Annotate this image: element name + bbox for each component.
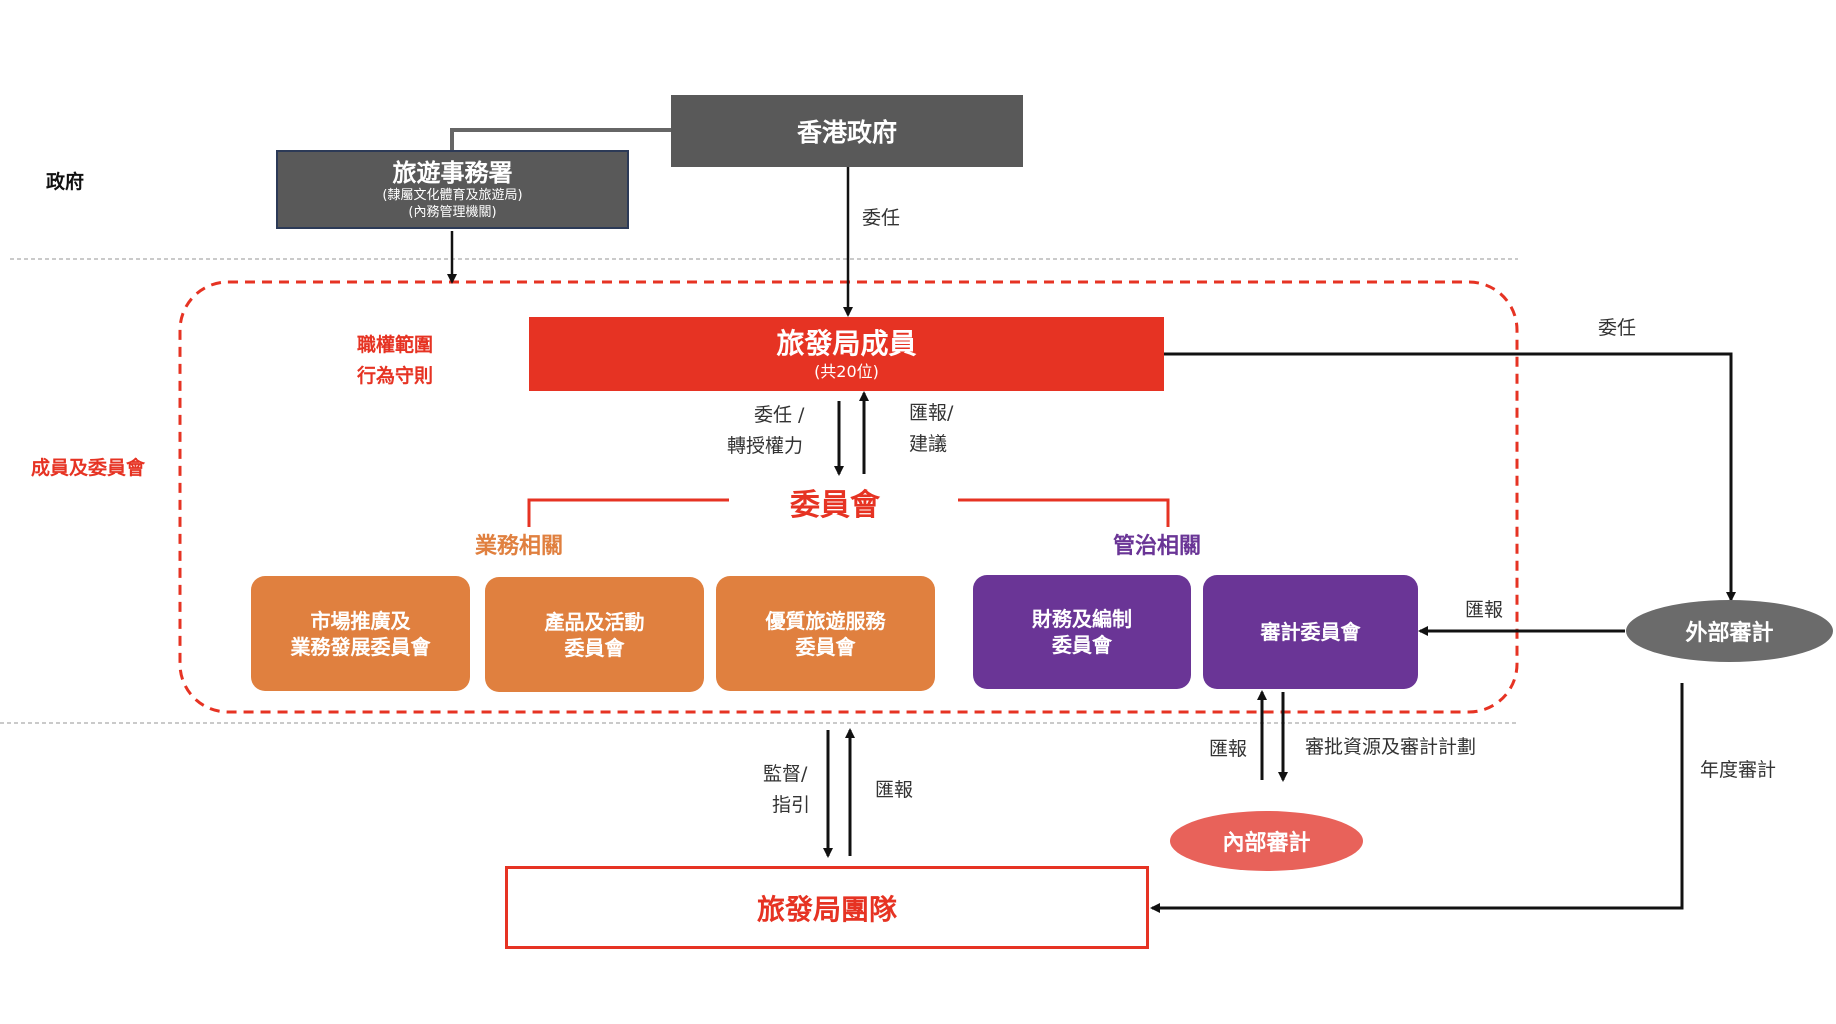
annual-audit-line: [1150, 683, 1684, 913]
board-subtitle: (共20位): [814, 362, 879, 381]
finance-committee-line2: 委員會: [1052, 633, 1112, 657]
tourism-commission-box: 旅遊事務署 (隸屬文化體育及旅遊局) (內務管理機關): [276, 150, 629, 229]
quality-committee-box: 優質旅遊服務 委員會: [716, 576, 935, 691]
product-committee-box: 產品及活動 委員會: [485, 577, 704, 692]
marketing-committee-box: 市場推廣及 業務發展委員會: [251, 576, 470, 691]
annual-audit-label: 年度審計: [1700, 759, 1777, 781]
internal-report-label: 匯報: [1209, 738, 1248, 760]
hk-government-box: 香港政府: [671, 95, 1023, 167]
audit-committee-label: 審計委員會: [1260, 620, 1361, 644]
tourism-commission-title: 旅遊事務署: [392, 158, 513, 187]
marketing-committee-line1: 市場推廣及: [310, 608, 411, 633]
supervise-label-1: 監督/: [763, 763, 808, 785]
finance-committee-box: 財務及編制 委員會: [973, 575, 1191, 689]
quality-committee-line2: 委員會: [795, 634, 856, 659]
external-audit-ellipse: 外部審計: [1626, 600, 1833, 662]
team-report-label: 匯報: [875, 779, 914, 801]
business-label: 業務相關: [475, 534, 564, 559]
section-members-committees: 成員及委員會: [31, 457, 146, 479]
committee-heading: 委員會: [790, 488, 880, 523]
governance-label: 管治相關: [1113, 534, 1202, 559]
terms-label-2: 行為守則: [357, 365, 434, 387]
delegate-label-1: 委任 /: [754, 404, 805, 426]
gov-tc-link: [450, 128, 671, 150]
ext-report-label: 匯報: [1465, 599, 1504, 621]
finance-committee-line1: 財務及編制: [1032, 607, 1132, 631]
marketing-committee-line2: 業務發展委員會: [290, 634, 431, 659]
board-ext-audit-line: [1164, 352, 1736, 602]
report-advise-label-2: 建議: [909, 433, 948, 455]
board-members-box: 旅發局成員 (共20位): [529, 317, 1164, 391]
terms-label-1: 職權範圍: [357, 334, 434, 356]
tourism-commission-sub2: (內務管理機關): [408, 204, 497, 220]
quality-committee-line1: 優質旅遊服務: [765, 608, 886, 633]
bracket-left: [527, 498, 729, 527]
audit-committee-box: 審計委員會: [1203, 575, 1418, 689]
approve-resources-label: 審批資源及審計計劃: [1305, 736, 1477, 758]
board-title: 旅發局成員: [776, 327, 917, 360]
htb-team-box: 旅發局團隊: [505, 866, 1149, 949]
appoint-right-label: 委任: [1598, 317, 1637, 339]
section-government: 政府: [46, 171, 85, 193]
report-advise-label-1: 匯報/: [909, 402, 954, 424]
product-committee-line2: 委員會: [564, 635, 625, 660]
bracket-right: [958, 498, 1170, 527]
internal-audit-ellipse: 內部審計: [1170, 811, 1363, 871]
delegate-label-2: 轉授權力: [727, 435, 804, 457]
appoint-label: 委任: [862, 207, 901, 229]
tourism-commission-sub1: (隸屬文化體育及旅遊局): [382, 187, 523, 203]
product-committee-line1: 產品及活動: [544, 609, 645, 634]
supervise-label-2: 指引: [772, 794, 811, 816]
